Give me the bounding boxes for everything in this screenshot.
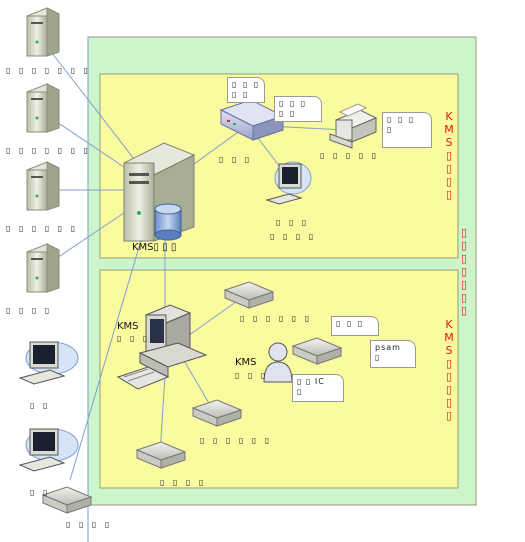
upper-zone-red-title: KMS▯▯▯▯ <box>444 110 454 201</box>
psam-note: psam ▯ <box>370 340 416 368</box>
hub-label: ▯ ▯ ▯ <box>219 155 253 164</box>
user-label-2: ▯ ▯ ▯ <box>235 371 269 380</box>
left-server-3 <box>25 161 61 211</box>
lower-device-top <box>223 281 275 309</box>
left-network-device <box>41 486 93 514</box>
lower-device-mid-label: ▯ ▯ ▯ ▯ ▯ ▯ <box>200 436 273 445</box>
left-server-4 <box>25 243 61 293</box>
left-pc-1 <box>18 341 79 385</box>
left-server-3-label: ▯ ▯ ▯ ▯ ▯ ▯ <box>6 224 79 233</box>
left-pc-2 <box>18 428 79 472</box>
hub-note-2: ▯ ▯ ▯ ▯ ▯ <box>274 96 322 122</box>
lower-device-bottom <box>135 441 187 469</box>
left-server-2 <box>25 83 61 133</box>
hub-note-1: ▯ ▯ ▯ ▯ ▯ <box>227 77 265 103</box>
left-server-4-label: ▯ ▯ ▯ ▯ <box>6 306 53 315</box>
left-pc-2-label: ▯ ▯ <box>30 488 51 497</box>
lower-zone-red-title: KMS▯▯▯▯▯ <box>444 318 454 422</box>
printer <box>329 103 378 149</box>
printer-label: ▯ ▯ ▯ ▯ ▯ <box>320 151 380 160</box>
ic-note: ▯ ▯ IC ▯ <box>292 374 344 402</box>
user-icon <box>263 342 293 383</box>
left-server-1-label: ▯ ▯ ▯ ▯ ▯ ▯ ▯ <box>6 66 92 75</box>
left-pc-1-label: ▯ ▯ <box>30 401 51 410</box>
left-device-label: ▯ ▯ ▯ ▯ <box>66 520 113 529</box>
kms-server-label: KMS▯ ▯ ▯ <box>132 242 177 253</box>
network-hub <box>219 99 285 141</box>
lower-device-right <box>291 337 343 365</box>
upper-pc-label-2: ▯ ▯ ▯ ▯ <box>270 232 317 241</box>
side-red-label: ▯▯▯▯▯▯▯ <box>460 226 468 317</box>
printer-note: ▯ ▯ ▯ ▯ <box>382 112 432 148</box>
workstation-label-1: KMS <box>117 321 139 332</box>
left-server-2-label: ▯ ▯ ▯ ▯ ▯ ▯ ▯ <box>6 146 92 155</box>
lower-device-mid <box>191 399 243 427</box>
upper-pc-label-1: ▯ ▯ ▯ <box>276 218 310 227</box>
user-note: ▯ ▯ ▯ <box>331 316 379 336</box>
lower-device-bottom-label: ▯ ▯ ▯ ▯ <box>160 478 207 487</box>
database-cylinder <box>154 203 182 241</box>
workstation-label-2: ▯ ▯ ▯ <box>117 334 151 343</box>
kms-workstation <box>116 304 208 390</box>
upper-pc <box>265 161 312 205</box>
left-server-1 <box>25 7 61 57</box>
lower-device-top-label: ▯ ▯ ▯ ▯ ▯ ▯ <box>240 314 313 323</box>
user-label-1: KMS <box>235 357 257 368</box>
